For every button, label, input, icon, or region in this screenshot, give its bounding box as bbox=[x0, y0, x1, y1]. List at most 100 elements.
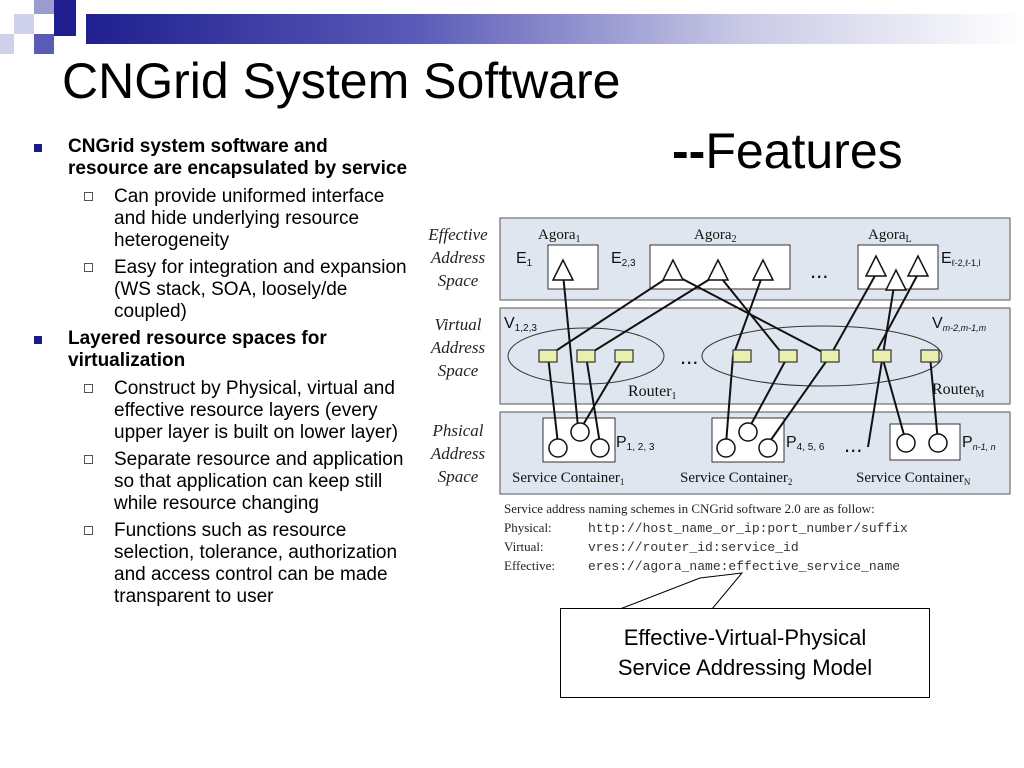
callout-line-2: Service Addressing Model bbox=[617, 655, 873, 680]
virtual-service-node bbox=[538, 349, 558, 363]
more-containers-ellipsis: ... bbox=[844, 432, 862, 457]
physical-service-circle bbox=[738, 422, 758, 442]
sub-bullet-item: Separate resource and application so tha… bbox=[30, 449, 410, 515]
naming-value-effective: eres://agora_name:effective_service_name bbox=[588, 559, 900, 574]
effective-label-e1: E1 bbox=[516, 250, 533, 269]
bullet-item: Layered resource spaces for virtualizati… bbox=[30, 328, 410, 372]
more-routers-ellipsis: ... bbox=[680, 344, 698, 369]
decorative-square bbox=[34, 34, 54, 54]
layer-label-line: Effective bbox=[427, 225, 488, 244]
sub-bullet-text: Easy for integration and expansion (WS s… bbox=[114, 257, 407, 322]
square-bullet-icon bbox=[34, 336, 42, 344]
connector-line bbox=[929, 355, 939, 443]
decorative-square bbox=[54, 0, 76, 36]
connector-line bbox=[562, 273, 579, 428]
agora-label-l: AgoraL bbox=[868, 227, 912, 245]
bullet-text: CNGrid system software and resource are … bbox=[68, 136, 408, 179]
bullet-text: Layered resource spaces for virtualizati… bbox=[68, 328, 327, 371]
decorative-square bbox=[14, 14, 34, 34]
square-bullet-icon bbox=[34, 144, 42, 152]
connector-line bbox=[732, 273, 764, 357]
sub-bullet-text: Construct by Physical, virtual and effec… bbox=[114, 378, 399, 443]
connector-line bbox=[579, 355, 625, 431]
naming-value-physical: http://host_name_or_ip:port_number/suffi… bbox=[588, 521, 908, 536]
hollow-square-bullet-icon bbox=[84, 263, 93, 272]
connector-line bbox=[585, 355, 601, 445]
effective-service-triangle bbox=[661, 258, 685, 281]
router-label-1: Router1 bbox=[628, 383, 677, 402]
hollow-square-bullet-icon bbox=[84, 384, 93, 393]
slide-subtitle: --Features bbox=[672, 122, 903, 180]
subtitle-text: Features bbox=[705, 123, 903, 179]
layer-label-line: Space bbox=[438, 271, 479, 290]
physical-service-circle bbox=[716, 438, 736, 458]
container-label-2: Service Container2 bbox=[680, 470, 792, 487]
connector-line bbox=[547, 273, 674, 357]
callout-box: Effective-Virtual-Physical Service Addre… bbox=[560, 608, 930, 698]
virtual-service-node bbox=[820, 349, 840, 363]
decorative-square bbox=[34, 0, 54, 14]
container-label-n: Service ContainerN bbox=[856, 470, 971, 487]
naming-label-physical: Physical: bbox=[504, 520, 552, 535]
virtual-service-node bbox=[576, 349, 596, 363]
container-label-1: Service Container1 bbox=[512, 470, 624, 487]
connector-line bbox=[717, 273, 785, 357]
hollow-square-bullet-icon bbox=[84, 526, 93, 535]
connector-line bbox=[747, 355, 789, 431]
naming-label-effective: Effective: bbox=[504, 558, 555, 573]
virtual-service-node bbox=[920, 349, 940, 363]
physical-label-p123: P1, 2, 3 bbox=[616, 434, 655, 453]
physical-service-circle bbox=[758, 438, 778, 458]
connector-line bbox=[547, 355, 559, 445]
hollow-square-bullet-icon bbox=[84, 192, 93, 201]
virtual-service-node bbox=[778, 349, 798, 363]
connector-line bbox=[829, 273, 877, 357]
callout-tail bbox=[619, 572, 744, 610]
sub-bullet-item: Easy for integration and expansion (WS s… bbox=[30, 257, 410, 323]
connector-line bbox=[725, 355, 734, 445]
layer-label-line: Address bbox=[430, 338, 486, 357]
router-label-m: RouterM bbox=[932, 381, 985, 400]
virtual-service-node bbox=[614, 349, 634, 363]
physical-service-circle bbox=[590, 438, 610, 458]
physical-service-circle bbox=[548, 438, 568, 458]
virtual-service-node bbox=[732, 349, 752, 363]
virtual-label-vm: Vm-2,m-1,m bbox=[932, 315, 987, 333]
effective-service-triangle bbox=[884, 268, 908, 291]
virtual-service-node bbox=[872, 349, 892, 363]
naming-value-virtual: vres://router_id:service_id bbox=[588, 540, 799, 555]
physical-service-circle bbox=[570, 422, 590, 442]
connector-line bbox=[767, 355, 831, 445]
physical-label-p456: P4, 5, 6 bbox=[786, 434, 825, 453]
effective-label-e23: E2,3 bbox=[611, 250, 636, 269]
sub-bullet-text: Functions such as resource selection, to… bbox=[114, 520, 398, 607]
naming-label-virtual: Virtual: bbox=[504, 539, 544, 554]
physical-service-circle bbox=[896, 433, 916, 453]
layer-label-line: Phsical bbox=[432, 421, 484, 440]
effective-service-triangle bbox=[906, 254, 930, 277]
layer-label-line: Space bbox=[438, 361, 479, 380]
agora-label-2: Agora2 bbox=[694, 227, 737, 245]
hollow-square-bullet-icon bbox=[84, 455, 93, 464]
slide-title: CNGrid System Software bbox=[62, 53, 621, 109]
decorative-square bbox=[0, 34, 14, 54]
connector-line bbox=[873, 273, 919, 357]
sub-bullet-text: Can provide uniformed interface and hide… bbox=[114, 186, 385, 251]
layer-label-line: Address bbox=[430, 248, 486, 267]
subtitle-dash: -- bbox=[672, 123, 706, 179]
router-ellipse-m bbox=[701, 325, 943, 387]
physical-label-pn: Pn-1, n bbox=[962, 434, 996, 452]
agora-box-1 bbox=[547, 244, 599, 290]
agora-label-1: Agora1 bbox=[538, 227, 581, 245]
title-gradient-bar bbox=[86, 14, 1024, 44]
sub-bullet-item: Construct by Physical, virtual and effec… bbox=[30, 378, 410, 444]
router-ellipse-1 bbox=[507, 327, 665, 385]
naming-scheme-header: Service address naming schemes in CNGrid… bbox=[504, 501, 875, 516]
connector-line bbox=[585, 273, 719, 357]
callout-line-1: Effective-Virtual-Physical bbox=[623, 625, 867, 650]
sub-bullet-text: Separate resource and application so tha… bbox=[114, 449, 404, 514]
layer-label-line: Space bbox=[438, 467, 479, 486]
effective-service-triangle bbox=[551, 258, 575, 281]
virtual-label-v123: V1,2,3 bbox=[504, 315, 537, 334]
effective-label-el: Eℓ-2,ℓ-1,l bbox=[941, 250, 981, 268]
